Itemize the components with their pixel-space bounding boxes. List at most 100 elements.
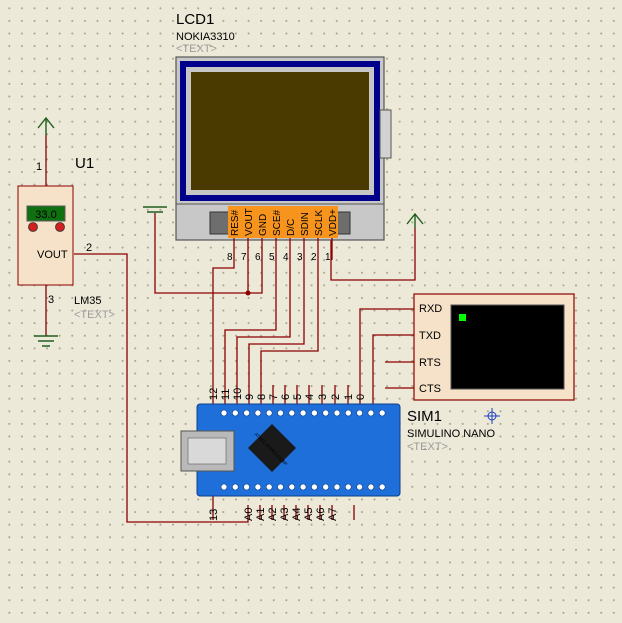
junction-dot [245, 290, 251, 296]
header-hole [378, 483, 386, 491]
lm35-sensor[interactable]: 33.0 VOUT [17, 185, 74, 286]
wire-sclk[interactable] [260, 260, 319, 404]
lm35-down-button[interactable] [28, 222, 38, 232]
nano-top-pin-number: 0 [355, 394, 367, 400]
header-hole [288, 483, 296, 491]
nano-bottom-pin-label: A7 [327, 508, 339, 521]
header-hole [243, 483, 250, 491]
header-hole [232, 409, 239, 417]
atmega-chip [247, 423, 297, 473]
nano-top-pin-number: 7 [268, 394, 280, 400]
wire-stub-bottom [212, 496, 355, 520]
nano-top-pin-number: 3 [317, 394, 329, 400]
lm35-display [26, 205, 66, 222]
wire-sce[interactable] [224, 260, 277, 404]
nano-bottom-pin-label: A5 [303, 508, 315, 521]
wire-rx-txd[interactable] [372, 334, 414, 404]
lm35-display-value: 33.0 [35, 209, 56, 221]
nano-top-pin-number: 9 [244, 394, 256, 400]
terminal-led-icon [459, 314, 466, 321]
wire-tx-rxd[interactable] [359, 308, 414, 404]
header-hole [265, 483, 273, 491]
header-hole [333, 483, 341, 491]
nano-bottom-pin-label: 13 [208, 509, 220, 521]
wire-stub-top [272, 385, 349, 404]
board-side-text-area [360, 440, 378, 474]
ground-icon [143, 206, 167, 213]
lcd-pin-number: 4 [283, 252, 289, 263]
header-hole [356, 409, 363, 417]
header-hole [288, 409, 296, 417]
u1-part: LM35 [74, 295, 102, 307]
header-hole [277, 409, 284, 417]
lcd-pin-label: VDD+ [328, 209, 339, 236]
header-hole [220, 409, 228, 417]
lcd-pin-number: 1 [325, 252, 331, 263]
arduino-nano[interactable]: ATMEL ATMEGA328P [180, 403, 401, 497]
nano-bottom-pin-label: A1 [255, 508, 267, 521]
lcd-pin-header [228, 206, 338, 238]
wire-lcd-gnd[interactable] [154, 213, 263, 294]
u1-ref[interactable]: U1 [75, 155, 94, 172]
lcd-pin-number: 6 [255, 252, 261, 263]
wire-u1-vout-a0[interactable] [74, 253, 249, 523]
lcd-pin-number: 3 [297, 252, 303, 263]
header-hole [277, 483, 284, 491]
wire-res[interactable] [212, 260, 235, 404]
nano-bottom-pin-label: A0 [243, 508, 255, 521]
lcd-pin-stubs [233, 238, 333, 260]
nano-bottom-pin-label: A3 [279, 508, 291, 521]
terminal-screen [450, 304, 565, 390]
terminal-title: VT52, VT100, ANSI [471, 314, 558, 325]
terminal-footer: Xmodem, Ymodem, Zmodem [463, 376, 548, 383]
wire-sdin[interactable] [248, 260, 305, 404]
wire-lcd-vdd[interactable] [330, 228, 416, 281]
lcd-pin-label: D/C [286, 219, 297, 236]
header-hole [265, 409, 273, 417]
wire-dc[interactable] [236, 260, 291, 404]
u1-text-placeholder: <TEXT> [74, 309, 115, 321]
lcd-pin-number: 7 [241, 252, 247, 263]
terminal-pin-rxd: RXD [419, 303, 442, 315]
header-hole [243, 409, 250, 417]
nano-top-pin-number: 11 [220, 389, 232, 400]
lcd-pin-label: SCE# [272, 209, 283, 236]
nano-top-pin-number: 8 [256, 394, 268, 400]
sim1-ref[interactable]: SIM1 [407, 408, 442, 425]
lcd-screen [191, 72, 369, 190]
terminal-pin-txd: TXD [419, 330, 441, 342]
header-hole [254, 409, 262, 417]
lcd-text-placeholder: <TEXT> [176, 43, 217, 55]
power-arrow-icon [37, 116, 55, 135]
usb-port-inner [187, 437, 227, 465]
header-hole [378, 409, 386, 417]
nano-top-pin-number: 10 [232, 388, 244, 400]
lcd-pin-number: 2 [311, 252, 317, 263]
terminal-pin-cts: CTS [419, 383, 441, 395]
lcd-ref[interactable]: LCD1 [176, 11, 214, 28]
nokia-lcd[interactable] [175, 56, 392, 241]
u1-pin3-number: 3 [48, 294, 54, 306]
header-hole [254, 483, 262, 491]
lcd-pin-label: SCLK [314, 210, 325, 236]
lm35-body[interactable] [17, 185, 74, 286]
lcd-pin-label: RES# [230, 209, 241, 236]
nano-top-pin-number: 6 [280, 394, 292, 400]
nano-top-pin-number: 12 [208, 388, 220, 400]
header-hole [232, 483, 239, 491]
header-hole [367, 409, 375, 417]
nano-top-pin-number: 1 [343, 394, 355, 400]
lcd-pin-number: 5 [269, 252, 275, 263]
header-hole [220, 483, 228, 491]
sim1-part: SIMULINO NANO [407, 428, 495, 440]
u1-pin1-number: 1 [36, 161, 42, 173]
lm35-up-button[interactable] [55, 222, 65, 232]
virtual-terminal[interactable]: VT52, VT100, ANSI Xmodem, Ymodem, Zmodem [413, 293, 575, 401]
u1-pin2-number: 2 [86, 242, 92, 254]
header-hole [322, 483, 330, 491]
